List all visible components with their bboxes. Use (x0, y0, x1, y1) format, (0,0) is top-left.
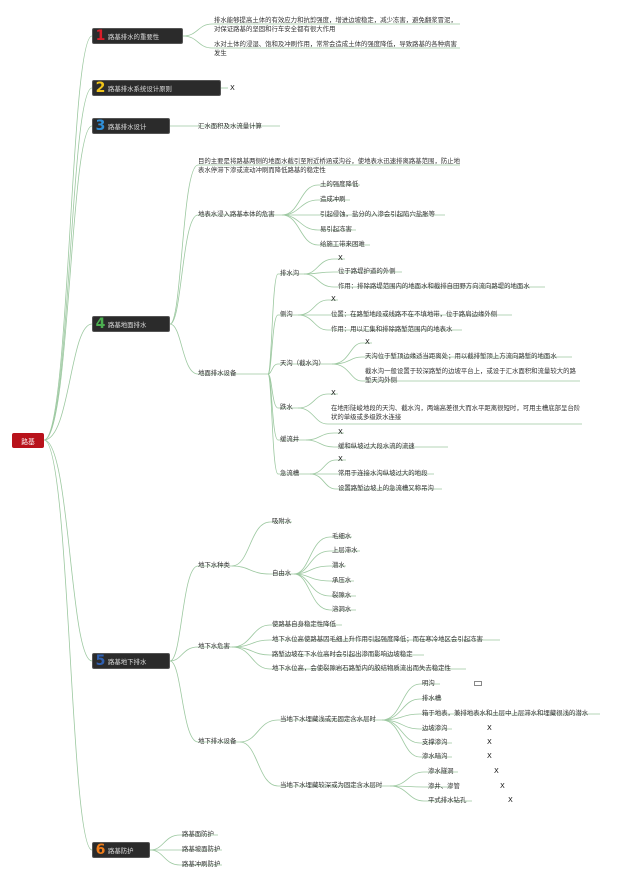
s5-type-label: 地下水种类 (198, 561, 230, 569)
shallow-1: 明沟 (422, 679, 435, 687)
section-6-node[interactable]: 6 路基防护 (92, 842, 150, 858)
s5-hazard-1: 使路基自身稳定性降低 (272, 620, 336, 628)
s1-item-1: 排水能够提高土体的有效应力和抗剪强度，增进边坡稳定，减少冻害，避免翻浆冒泥，对保… (214, 16, 457, 33)
deep-3: 平式排水钻孔 (428, 796, 467, 804)
equip-drain-ditch-item-1: 位于路堤护道的外侧 (338, 267, 396, 275)
s4-hazard-1: 土的强度降低 (320, 180, 359, 188)
s6-item-2: 路基坡面防护 (182, 845, 221, 853)
shallow-3: 箱于地表，兼排地表水和土层中上层滞水和埋藏很浅的潜水 (422, 709, 589, 717)
section-1-node[interactable]: 1 路基排水的重要性 (92, 28, 183, 44)
section-6-number: 6 (95, 842, 106, 858)
s5-hazard-label: 地下水危害 (198, 642, 230, 650)
deep-3-mark: X (508, 796, 513, 804)
equip-drain-ditch-mark: X (338, 254, 343, 262)
connector-lines (43, 23, 600, 866)
equip-side-ditch-item-2: 作用：用以汇集和排除路堑范围内的地表水 (331, 325, 453, 333)
section-5-number: 5 (95, 653, 106, 669)
equip-slow-well: 缓流井 (280, 435, 300, 443)
s5-hazard-3: 路堑边坡在下水位高时会引起出渗而影响边坡稳定 (272, 650, 413, 658)
s4-equip-label: 地面排水设备 (198, 369, 237, 377)
equip-drain-ditch: 排水沟 (280, 269, 300, 277)
section-5-node[interactable]: 5 路基地下排水 (92, 653, 170, 669)
shallow-6: 渗水暗沟 (422, 752, 448, 760)
section-3-label: 路基排水设计 (108, 122, 147, 131)
shallow-4: 边坡渗沟 (422, 724, 448, 732)
s5-deep-label: 当地下水埋藏较深或为固定含水层时 (280, 781, 383, 789)
s4-hazard-2: 造成冲刷 (320, 195, 346, 203)
section-3-node[interactable]: 3 路基排水设计 (92, 118, 170, 134)
s4-purpose: 目的主要是将路基两侧的地面水截引至附近桥涵或沟谷，使地表水迅速排离路基范围，防止… (198, 157, 461, 174)
equip-top-ditch-mark: X (365, 338, 370, 346)
deep-1: 渗水隧洞 (428, 767, 454, 775)
s6-item-3: 路基冲刷防护 (182, 860, 221, 868)
s5-type-adsorbed: 吸附水 (272, 517, 292, 525)
equip-chute-item-1: 常用于连接水沟纵坡过大的地段 (338, 469, 428, 477)
equip-top-ditch: 天沟（截水沟） (280, 359, 325, 367)
equip-drop-water: 跌水 (280, 403, 293, 411)
equip-drop-water-item-1: 在地形陡峻地段的天沟、截水沟，两端高差很大而水平距离很短时，可用主槽底部呈台阶状… (331, 404, 581, 421)
equip-slow-well-item-1: 缓和纵坡过大段水流的流速 (338, 442, 415, 450)
section-5-label: 路基地下排水 (108, 657, 147, 666)
section-2-node[interactable]: 2 路基排水系统设计原则 (92, 80, 221, 96)
equip-drain-ditch-item-2: 作用：排除路堤范围内的地面水和截排自田野方向流向路堤的地面水 (338, 282, 530, 290)
free-water-3: 潜水 (332, 561, 345, 569)
shallow-4-mark: X (487, 724, 492, 732)
s4-hazard-label: 地表水浸入路基本体的危害 (198, 210, 275, 218)
s5-hazard-4: 地下水位高，会使裂隙岩石路堑内的胶结物质流出而失去稳定性 (272, 664, 451, 672)
equip-top-ditch-item-2: 截水沟一般设置于较深路堑的边坡平台上，或设于汇水面积和流量较大的路堑天沟外侧 (365, 367, 576, 384)
image-placeholder-icon (474, 681, 482, 686)
equip-top-ditch-item-1: 天沟位于堑顶边缘适当距离处；用以截排堑顶上方流向路堑的地面水 (365, 352, 557, 360)
s5-hazard-2: 地下水位高使路基因毛细上升作用引起强度降低；而在寒冷地区会引起冻害 (272, 635, 483, 643)
s5-type-free: 自由水 (272, 569, 292, 577)
equip-chute: 急流槽 (280, 469, 300, 477)
free-water-1: 毛细水 (332, 532, 352, 540)
section-4-number: 4 (95, 316, 106, 332)
free-water-2: 上层滞水 (332, 546, 358, 554)
equip-drop-water-mark: X (331, 389, 336, 397)
s2-mark: X (230, 84, 235, 92)
free-water-6: 溶洞水 (332, 605, 352, 613)
shallow-2: 排水槽 (422, 694, 442, 702)
section-1-number: 1 (95, 28, 106, 44)
shallow-5-mark: X (487, 738, 492, 746)
root-node[interactable]: 路基 (12, 433, 44, 448)
equip-chute-mark: X (338, 455, 343, 463)
s4-hazard-4: 易引起冻害 (320, 225, 352, 233)
section-3-number: 3 (95, 118, 106, 134)
section-6-label: 路基防护 (108, 846, 134, 855)
s6-item-1: 路基面防护 (182, 830, 214, 838)
equip-slow-well-mark: X (338, 428, 343, 436)
equip-side-ditch: 侧沟 (280, 310, 293, 318)
deep-2: 渗井、渗管 (428, 782, 460, 790)
deep-1-mark: X (494, 767, 499, 775)
s4-hazard-3: 引起侵蚀，盐分的入渗会引起陷穴盐胀等 (320, 210, 436, 218)
section-4-label: 路基地面排水 (108, 320, 147, 329)
free-water-5: 裂隙水 (332, 591, 352, 599)
s3-item: 汇水面积及水流量计算 (198, 122, 262, 130)
section-4-node[interactable]: 4 路基地面排水 (92, 316, 170, 332)
s5-equip-label: 地下排水设备 (198, 737, 237, 745)
shallow-6-mark: X (487, 752, 492, 760)
shallow-5: 支撑渗沟 (422, 738, 448, 746)
s1-item-2: 水对土体的浸湿、饱和及冲刷作用，常常会造成土体的强度降低，导致路基的各种病害发生 (214, 40, 457, 57)
equip-chute-item-2: 设置路堑边坡上的急流槽又称吊沟 (338, 484, 434, 492)
section-1-label: 路基排水的重要性 (108, 32, 160, 41)
section-2-number: 2 (95, 80, 106, 96)
deep-2-mark: X (500, 782, 505, 790)
free-water-4: 承压水 (332, 576, 352, 584)
equip-side-ditch-item-1: 位置：在路堑地段或线路不在不填地带，位于路肩边缘外侧 (331, 310, 498, 318)
section-2-label: 路基排水系统设计原则 (108, 84, 172, 93)
s5-shallow-label: 当地下水埋藏浅或无固定含水层时 (280, 715, 376, 723)
equip-side-ditch-mark: X (331, 295, 336, 303)
s4-hazard-5: 给施工带来困难 (320, 240, 365, 248)
